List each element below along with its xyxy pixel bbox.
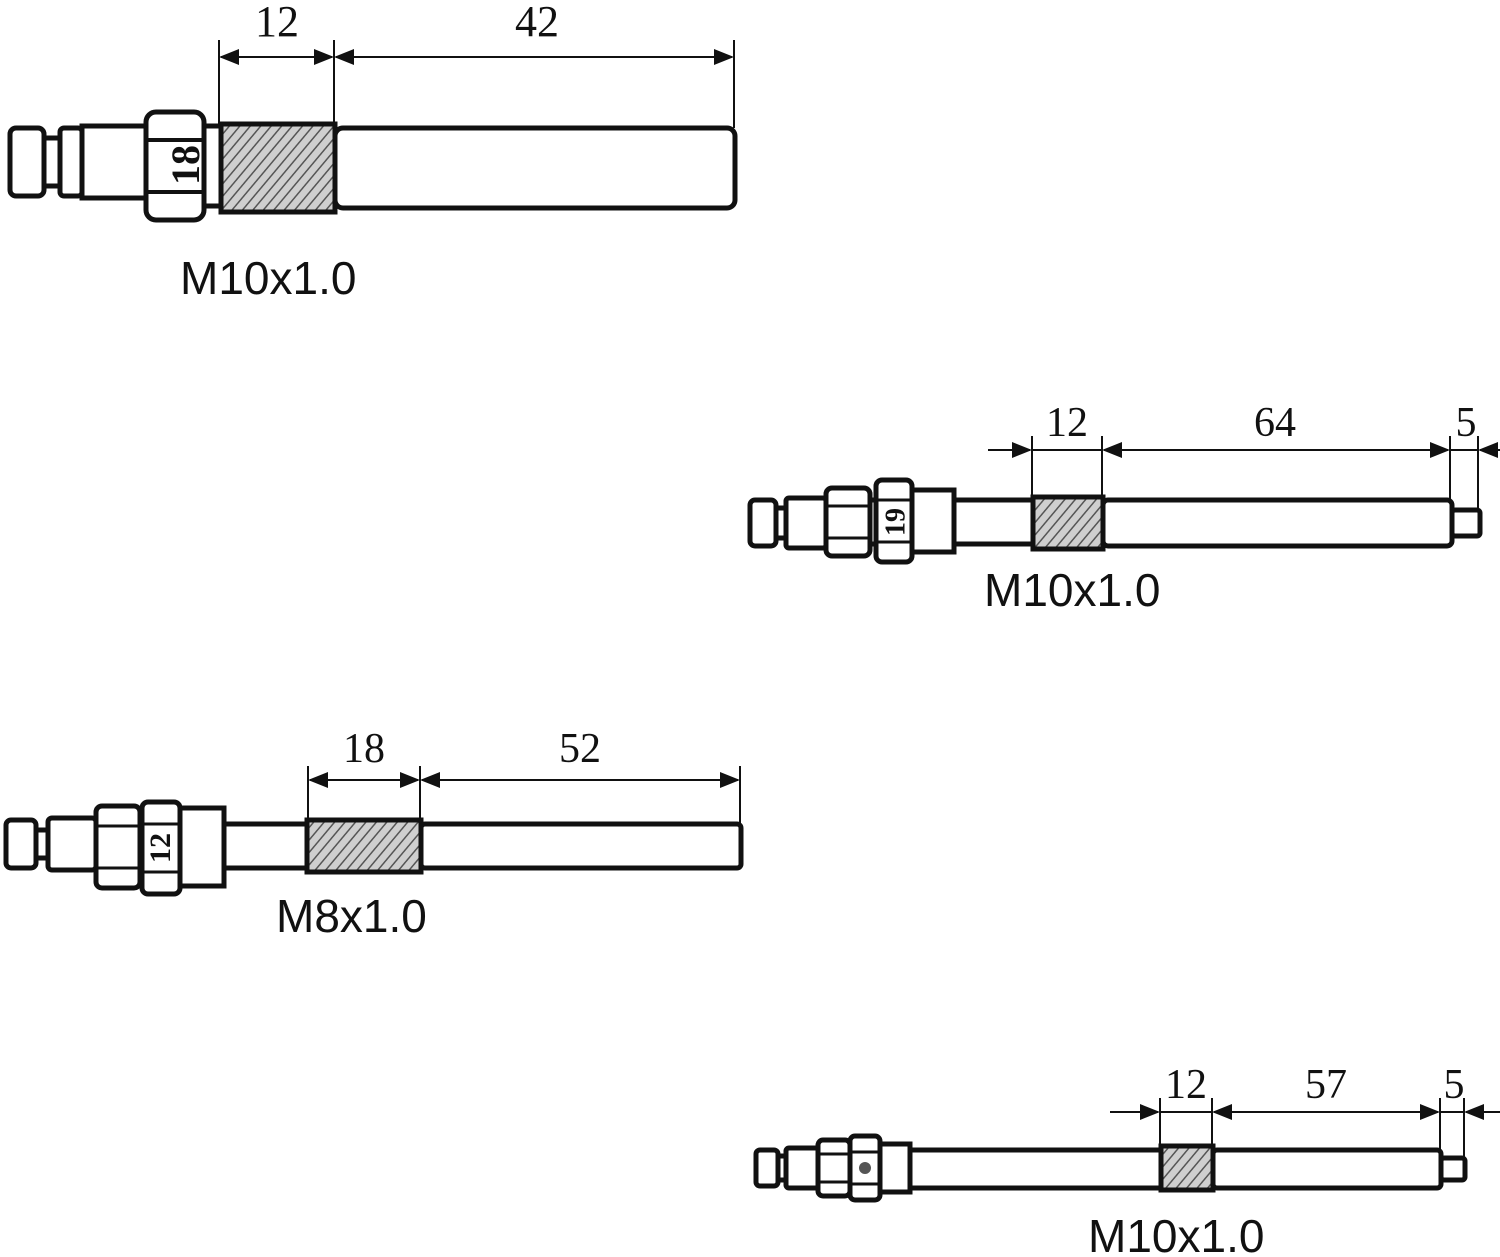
shaft — [1210, 1147, 1444, 1191]
dimension-lines — [307, 766, 741, 824]
thread-section — [304, 817, 424, 875]
hex-nut: 18 — [143, 109, 208, 223]
shaft — [332, 125, 738, 211]
dimension-label: 5 — [1444, 1062, 1465, 1108]
dimension-label: 57 — [1305, 1062, 1347, 1108]
shaft — [418, 821, 744, 871]
dimension-label: 18 — [343, 726, 385, 772]
hex-marking: 12 — [144, 833, 177, 863]
shaft-tip — [1438, 1155, 1468, 1183]
thread-label: M10x1.0 — [984, 564, 1160, 616]
hex-marking: 18 — [163, 145, 208, 185]
dimension-lines — [1110, 1098, 1500, 1158]
dimension-label: 12 — [1165, 1062, 1207, 1108]
hex-nut — [815, 1137, 853, 1199]
probe-3: 12 18 52 M8x1.0 — [3, 726, 744, 942]
coupling-nipple — [747, 495, 829, 551]
hex-nut: 12 — [139, 799, 183, 897]
thread-label: M8x1.0 — [276, 890, 427, 942]
coupling-nipple — [753, 1145, 823, 1191]
coupling-nipple — [7, 123, 151, 201]
hex-marking: 19 — [880, 508, 911, 536]
dimension-lines — [988, 436, 1500, 510]
dimension-label: 64 — [1254, 400, 1296, 446]
dimension-label: 12 — [1046, 400, 1088, 446]
thread-label: M10x1.0 — [1088, 1210, 1264, 1257]
hex-nut: 19 — [873, 477, 915, 565]
coupling-nipple — [3, 815, 99, 873]
thread-section — [218, 121, 338, 215]
probe-1: 18 12 42 M10x1.0 — [7, 0, 738, 304]
hex-nut — [847, 1133, 883, 1203]
shaft — [1100, 497, 1455, 549]
thread-section — [1030, 494, 1106, 552]
thread-section — [1158, 1143, 1216, 1193]
hex-nut — [93, 803, 143, 891]
dimension-lines — [218, 40, 735, 128]
probe-2: 19 12 64 5 M10x1.0 — [747, 400, 1500, 616]
dimension-label: 52 — [559, 726, 601, 772]
dimension-label: 12 — [255, 0, 299, 46]
hex-nut — [823, 485, 873, 559]
dimension-label: 42 — [515, 0, 559, 46]
thread-label: M10x1.0 — [180, 252, 356, 304]
shaft-tip — [1449, 507, 1483, 539]
probe-4: 12 57 5 M10x1.0 — [753, 1062, 1500, 1257]
dimension-label: 5 — [1456, 400, 1477, 446]
